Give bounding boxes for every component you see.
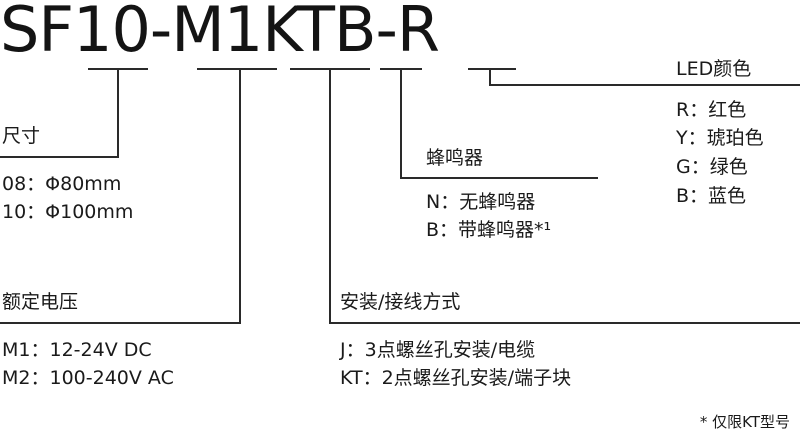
footnote: * 仅限KT型号 <box>699 413 790 431</box>
underline-voltage <box>197 68 277 70</box>
voltage-option: M1：12-24V DC <box>2 339 152 361</box>
connector-size-vertical <box>117 69 119 157</box>
connector-voltage-vertical <box>239 69 241 323</box>
buzzer-option: N：无蜂鸣器 <box>426 191 536 213</box>
mounting-option: KT：2点螺丝孔安装/端子块 <box>340 367 572 389</box>
led-option: B：蓝色 <box>676 185 747 207</box>
size-option: 10：Φ100mm <box>2 201 134 223</box>
size-title: 尺寸 <box>2 125 41 147</box>
size-option: 08：Φ80mm <box>2 173 122 195</box>
voltage-option: M2：100-240V AC <box>2 367 174 389</box>
connector-size-horizontal <box>0 156 119 158</box>
mounting-title: 安装/接线方式 <box>340 291 461 313</box>
connector-buzzer-vertical <box>400 69 402 178</box>
connector-buzzer-horizontal <box>400 177 598 179</box>
led-option: R：红色 <box>676 99 747 121</box>
led-option: G：绿色 <box>676 156 748 178</box>
buzzer-title: 蜂鸣器 <box>426 147 484 169</box>
mounting-option: J：3点螺丝孔安装/电缆 <box>340 339 536 361</box>
led-option: Y：琥珀色 <box>676 127 764 149</box>
connector-led-horizontal <box>489 84 800 86</box>
connector-voltage-horizontal <box>0 322 241 324</box>
buzzer-option: B：带蜂鸣器*¹ <box>426 219 552 241</box>
led-title: LED颜色 <box>676 58 752 80</box>
voltage-title: 额定电压 <box>2 291 79 313</box>
connector-led-vertical <box>489 69 491 85</box>
model-code: SF10-M1KTB-R <box>0 0 440 66</box>
connector-mounting-horizontal <box>329 322 800 324</box>
underline-led <box>468 68 516 70</box>
connector-mounting-vertical <box>329 69 331 323</box>
